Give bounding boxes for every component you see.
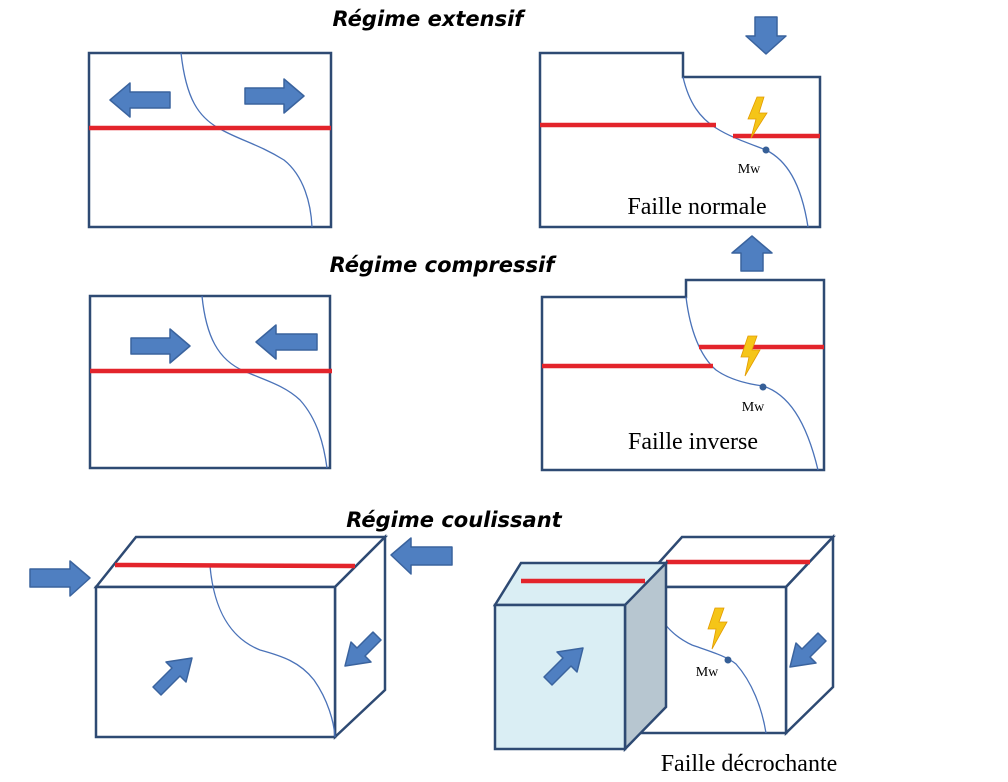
fault-trace xyxy=(180,52,313,228)
lightning-icon xyxy=(740,335,761,377)
normal-fault-label: Faille normale xyxy=(627,194,766,220)
block-arrow-icon xyxy=(731,235,773,272)
epicenter-label: Mw xyxy=(742,400,765,415)
lightning-icon xyxy=(707,607,728,650)
block-arrow-icon xyxy=(29,560,91,597)
normal-fault-panel: Mw Faille normale xyxy=(538,16,822,272)
block-outline xyxy=(87,51,333,229)
block-arrow-icon xyxy=(244,78,305,114)
block-outline xyxy=(538,51,822,229)
block-arrow-icon xyxy=(390,537,453,575)
heading-compressional: Régime compressif xyxy=(330,253,558,277)
block-arrow-icon xyxy=(152,657,193,696)
block-outline xyxy=(88,294,332,470)
fault-trace xyxy=(209,565,336,738)
fault-trace xyxy=(201,295,328,469)
compressional-before-panel xyxy=(88,294,332,470)
epicenter-label: Mw xyxy=(738,162,761,177)
block-arrow-icon xyxy=(543,647,584,686)
reverse-fault-label: Faille inverse xyxy=(628,429,758,455)
block-arrow-icon xyxy=(130,328,191,364)
marker-line xyxy=(114,562,356,569)
block-arrow-icon xyxy=(109,82,171,118)
dot-icon xyxy=(724,656,732,664)
strike-slip-fault-label: Faille décrochante xyxy=(661,751,838,777)
fault-trace xyxy=(682,76,809,228)
epicenter-label: Mw xyxy=(696,665,719,680)
block-front-face xyxy=(94,585,337,739)
heading-strike-slip: Régime coulissant xyxy=(346,508,562,532)
lightning-icon xyxy=(747,96,768,139)
block-arrow-icon xyxy=(789,632,827,668)
extensional-before-panel xyxy=(87,51,333,229)
fault-trace xyxy=(685,296,819,471)
dot-icon xyxy=(759,383,767,391)
block-arrow-icon xyxy=(745,16,787,55)
strike-slip-before-panel xyxy=(29,533,453,740)
dot-icon xyxy=(762,146,770,154)
reverse-fault-panel: Mw Faille inverse xyxy=(540,278,826,472)
block-arrow-icon xyxy=(344,631,382,667)
strike-slip-fault-panel: Mw Faille décrochante xyxy=(492,533,838,777)
block-arrow-icon xyxy=(255,324,318,360)
heading-extensional: Régime extensif xyxy=(333,7,527,31)
